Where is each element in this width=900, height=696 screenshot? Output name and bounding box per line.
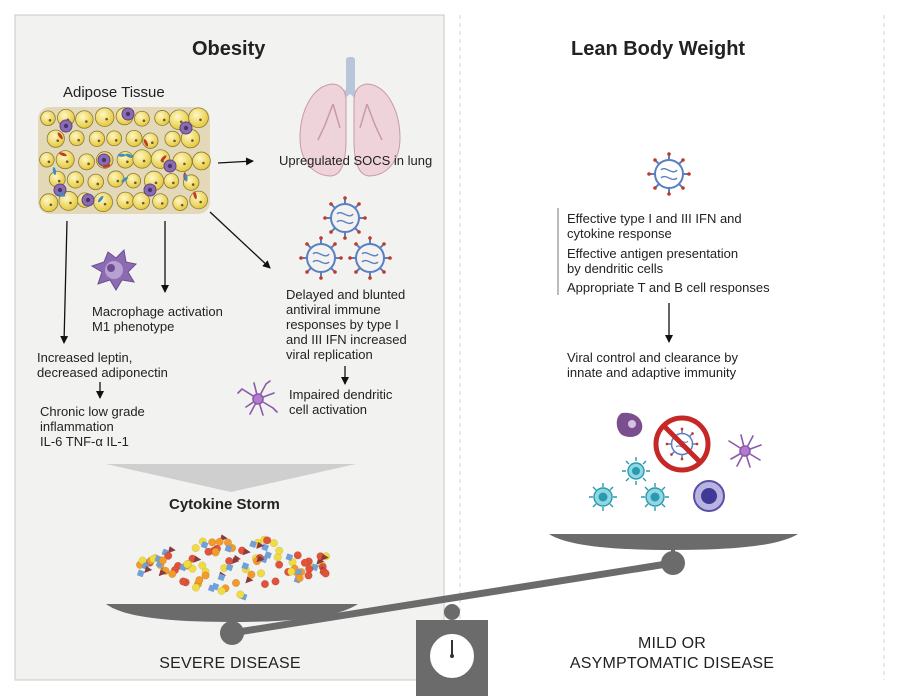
no-virus-sign-icon: [653, 415, 711, 473]
lean-response-1: Effective type I and III IFN and cytokin…: [567, 211, 742, 241]
macrophage-icon: [90, 248, 138, 291]
macrophage-label: Macrophage activation M1 phenotype: [92, 304, 223, 334]
dendritic-cell-icon: [237, 380, 278, 416]
dendritic-label: Impaired dendritic cell activation: [289, 387, 393, 417]
dial-icon: [428, 632, 476, 680]
severe-disease-label: SEVERE DISEASE: [159, 655, 301, 672]
arrows: [60, 157, 673, 399]
t-cell-icon: [589, 483, 617, 511]
cytokine-particles: [135, 534, 331, 601]
b-cell-icon: [693, 480, 725, 512]
antiviral-label: Delayed and blunted antiviral immune res…: [286, 287, 407, 362]
mild-disease-label: MILD OR ASYMPTOMATIC DISEASE: [569, 635, 775, 672]
viral-control-label: Viral control and clearance by innate an…: [567, 350, 739, 380]
adipose-label: Adipose Tissue: [63, 84, 165, 101]
lean-response-2: Effective antigen presentation by dendri…: [567, 246, 739, 276]
cytokine-storm-label: Cytokine Storm: [169, 496, 280, 513]
obesity-title: Obesity: [192, 38, 266, 60]
leptin-label: Increased leptin, decreased adiponectin: [37, 350, 168, 380]
lung-label: Upregulated SOCS in lung: [279, 153, 433, 168]
virus-icon: [646, 151, 692, 197]
lean-title: Lean Body Weight: [571, 38, 746, 60]
lean-response-3: Appropriate T and B cell responses: [567, 280, 770, 295]
funnel: [106, 464, 356, 492]
t-cell-icon: [641, 483, 669, 511]
macrophage-icon: [616, 412, 643, 437]
lung-icon: [299, 57, 401, 177]
dendritic-cell-icon: [728, 434, 762, 468]
t-cell-icon: [622, 457, 650, 485]
inflammation-label: Chronic low grade inflammation IL-6 TNF-…: [40, 404, 145, 449]
adipose-tissue-image: [38, 107, 211, 214]
